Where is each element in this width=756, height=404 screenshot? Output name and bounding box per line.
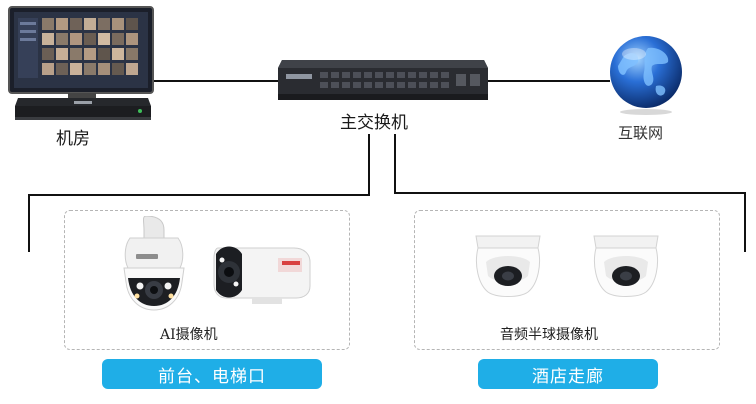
globe-icon xyxy=(610,36,682,115)
internet-label: 互联网 xyxy=(618,124,664,142)
ptz-dome-camera-icon xyxy=(123,216,185,311)
link-left-down xyxy=(28,194,30,252)
link-switch-internet xyxy=(488,80,610,82)
turret-camera-icon-2 xyxy=(593,235,659,297)
zone-corridor-camera-caption: 音频半球摄像机 xyxy=(500,327,598,343)
turret-camera-icon-1 xyxy=(475,235,541,297)
link-right-horizontal xyxy=(394,192,746,194)
link-monitor-switch xyxy=(150,80,280,82)
monitor-icon xyxy=(8,6,154,98)
core-switch-icon xyxy=(278,60,488,100)
link-drop-left-vertical xyxy=(368,134,370,196)
link-right-down xyxy=(744,192,746,252)
core-switch-label: 主交换机 xyxy=(340,113,408,133)
zone-front-desk-area-label: 前台、电梯口 xyxy=(102,359,322,389)
zone-corridor-area-label: 酒店走廊 xyxy=(478,359,658,389)
link-left-horizontal xyxy=(28,194,370,196)
server-room-node xyxy=(8,6,156,154)
zone-corridor-box xyxy=(414,210,720,350)
zone-front-desk-camera-caption: AI摄像机 xyxy=(160,327,218,343)
link-drop-right-vertical xyxy=(394,134,396,194)
server-room-label: 机房 xyxy=(56,129,90,149)
zone-front-desk-box xyxy=(64,210,350,350)
nvr-recorder-icon xyxy=(15,98,151,120)
bullet-camera-icon xyxy=(213,246,311,304)
